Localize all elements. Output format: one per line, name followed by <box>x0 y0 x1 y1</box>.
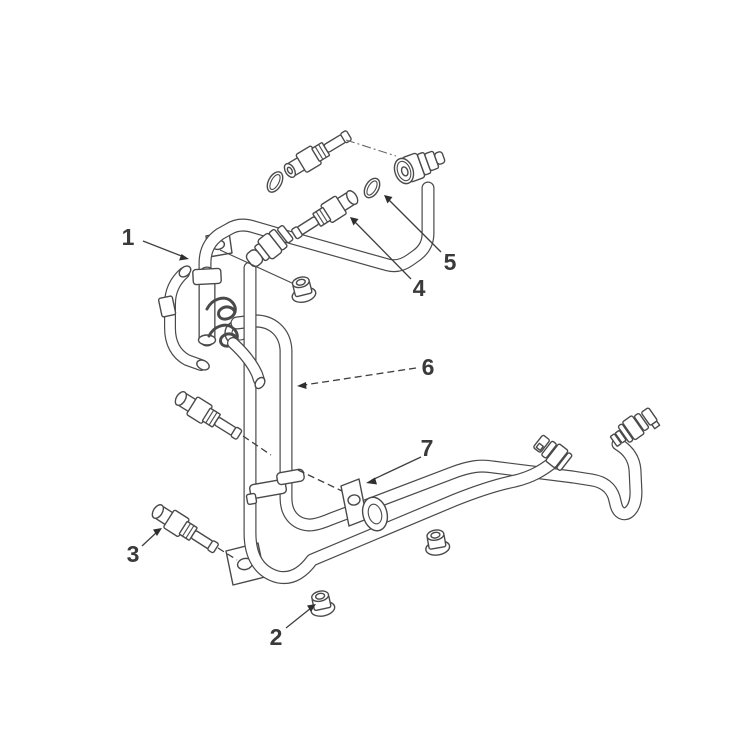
fitting-lower-left <box>151 504 219 554</box>
callout-5-label: 5 <box>444 249 457 275</box>
tube-band-clamp-right <box>276 468 305 486</box>
callout-leaders <box>141 195 442 629</box>
clamp-grommet <box>361 496 389 532</box>
wire-clamp-upper <box>205 296 237 321</box>
flange-nut-bottom <box>310 590 336 617</box>
front-tube <box>243 261 566 585</box>
projection-lines <box>217 139 397 561</box>
flange-nut-upper <box>291 276 317 303</box>
fitting-mid-left <box>174 391 243 440</box>
tube-band-clamp-left <box>245 478 288 506</box>
quick-connector-left <box>533 434 573 471</box>
callout-4-label: 4 <box>413 275 426 301</box>
quick-connector-top <box>393 150 446 185</box>
o-ring-seal <box>363 177 381 199</box>
hose-clip <box>157 295 177 318</box>
tube-sleeve <box>192 267 222 286</box>
quick-connector-right <box>609 407 661 447</box>
cluster-j-hose <box>157 265 210 371</box>
fitting-middle <box>291 190 359 240</box>
quick-connector-on-tube <box>245 225 294 268</box>
cluster-drop-hose <box>227 337 266 390</box>
callout-3-label: 3 <box>127 541 140 567</box>
callout-6-label: 6 <box>422 354 435 380</box>
upper-tube <box>198 181 435 287</box>
callout-1-label: 1 <box>122 224 135 250</box>
fitting-top-left <box>283 130 352 179</box>
o-ring-top-left <box>266 171 284 193</box>
hairpin-tube-rear <box>230 314 643 532</box>
callout-7-label: 7 <box>421 435 434 461</box>
callout-2-label: 2 <box>270 624 283 650</box>
flange-nut-right <box>425 529 451 556</box>
callout-labels: 1 2 3 4 5 6 7 <box>122 224 457 650</box>
